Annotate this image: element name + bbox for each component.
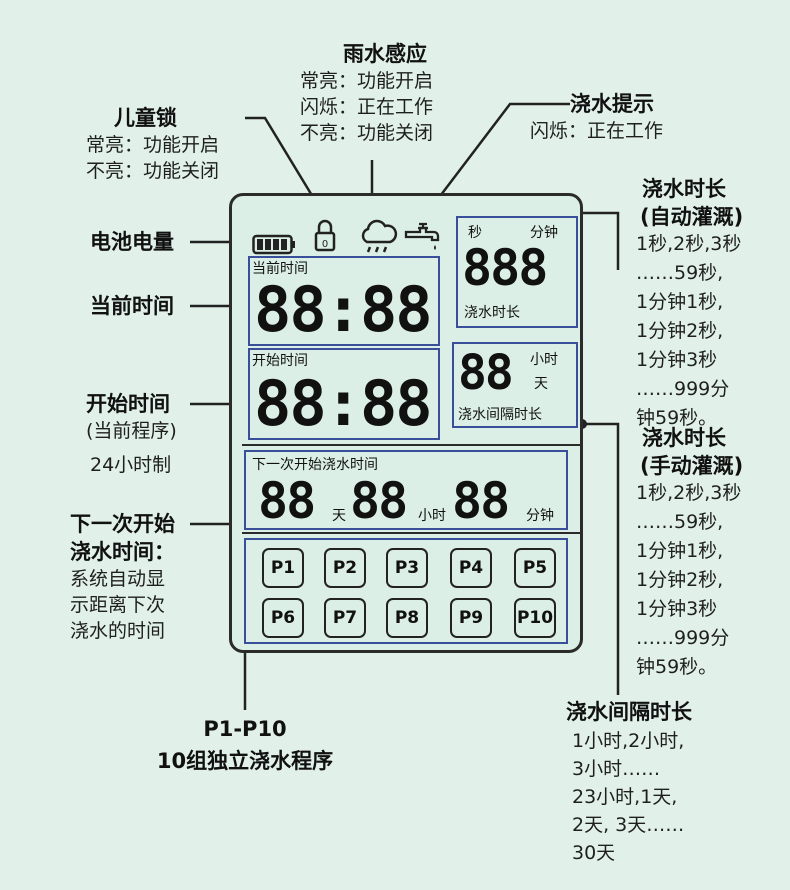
interval-digits: 88: [458, 345, 514, 401]
callout-duration-auto-line: 1秒,2秒,3秒: [636, 233, 742, 255]
battery-icon: [252, 234, 295, 255]
callout-watering-hint: 浇水提示 闪烁：正在工作: [530, 90, 663, 144]
next-hours-unit: 小时: [418, 508, 446, 524]
callout-next-start-line: 浇水的时间: [70, 620, 166, 642]
callout-duration-auto-title: 浇水时长: [642, 177, 726, 201]
callout-interval: 浇水间隔时长 1小时,2小时, 3小时…… 23小时,1天, 2天, 3天…… …: [566, 698, 692, 866]
next-days-digits: 88: [258, 472, 316, 530]
callout-duration-auto-line: ……999分: [636, 378, 730, 400]
callout-duration-manual-line: 钟59秒。: [636, 656, 718, 678]
interval-panel: 88 小时 天 浇水间隔时长: [452, 342, 578, 428]
callout-child-lock: 儿童锁 常亮：功能开启 不亮：功能关闭: [86, 104, 219, 184]
duration-min-unit: 分钟: [530, 225, 558, 241]
lcd-divider: [242, 532, 580, 534]
callout-rain-line: 不亮：功能关闭: [300, 122, 434, 144]
callout-next-start-title: 浇水时间：: [70, 540, 175, 564]
callout-interval-line: 23小时,1天,: [572, 786, 678, 808]
duration-digits: 888: [462, 239, 548, 297]
callout-duration-manual: 浇水时长 (手动灌溉) 1秒,2秒,3秒 ……59秒, 1分钟1秒, 1分钟2秒…: [636, 424, 743, 680]
callout-interval-line: 3小时……: [572, 758, 661, 780]
svg-text:0: 0: [322, 239, 328, 250]
callout-watering-hint-line: 闪烁：正在工作: [530, 120, 664, 142]
lock-icon: 0: [314, 219, 336, 252]
next-minutes-unit: 分钟: [526, 508, 554, 524]
start-time-digits: 88:88: [254, 367, 433, 440]
program-button-p2[interactable]: P2: [324, 548, 366, 588]
program-button-p3[interactable]: P3: [386, 548, 428, 588]
callout-next-start-line: 示距离下次: [70, 594, 166, 616]
callout-duration-auto-line: 钟59秒。: [636, 407, 718, 429]
program-button-p10[interactable]: P10: [514, 598, 556, 638]
callout-rain-line: 闪烁：正在工作: [300, 96, 434, 118]
start-time-panel: 开始时间 88:88: [248, 348, 440, 440]
callout-interval-title: 浇水间隔时长: [566, 700, 692, 724]
callout-next-start-title: 下一次开始: [70, 512, 175, 536]
callout-interval-line: 2天, 3天……: [572, 814, 685, 836]
callout-programs: P1-P10 10组独立浇水程序: [140, 715, 350, 775]
callout-programs-title: 10组独立浇水程序: [156, 749, 334, 773]
callout-start-time-line: 24小时制: [90, 454, 172, 476]
interval-day-unit: 天: [534, 376, 548, 392]
duration-panel: 秒 分钟 888 浇水时长: [456, 216, 578, 328]
callout-child-lock-line: 常亮：功能开启: [86, 134, 220, 156]
callout-interval-line: 1小时,2小时,: [572, 730, 685, 752]
program-button-p6[interactable]: P6: [262, 598, 304, 638]
program-button-p1[interactable]: P1: [262, 548, 304, 588]
duration-sec-unit: 秒: [468, 225, 482, 241]
callout-duration-manual-line: 1秒,2秒,3秒: [636, 482, 742, 504]
callout-duration-auto-title: (自动灌溉): [640, 205, 744, 229]
callout-duration-manual-line: 1分钟3秒: [636, 598, 718, 620]
interval-hour-unit: 小时: [530, 352, 558, 368]
callout-battery-title: 电池电量: [90, 230, 174, 254]
callout-duration-auto-line: 1分钟1秒,: [636, 291, 724, 313]
lcd-divider: [242, 444, 580, 446]
callout-rain-title: 雨水感应: [343, 42, 427, 66]
callout-duration-manual-title: 浇水时长: [642, 426, 726, 450]
callout-duration-manual-line: ……59秒,: [636, 511, 724, 533]
start-time-label: 开始时间: [252, 353, 308, 369]
current-time-digits: 88:88: [254, 273, 433, 346]
callout-rain-line: 常亮：功能开启: [300, 70, 434, 92]
next-start-label: 下一次开始浇水时间: [252, 457, 378, 473]
watering-tap-icon: [404, 222, 440, 250]
callout-duration-auto-line: 1分钟3秒: [636, 349, 718, 371]
program-button-p9[interactable]: P9: [450, 598, 492, 638]
callout-child-lock-title: 儿童锁: [114, 106, 177, 130]
callout-child-lock-line: 不亮：功能关闭: [86, 160, 220, 182]
callout-duration-manual-title: (手动灌溉): [640, 454, 744, 478]
callout-start-time-title: 开始时间: [86, 392, 170, 416]
callout-next-start-line: 系统自动显: [70, 568, 166, 590]
callout-duration-manual-line: 1分钟2秒,: [636, 569, 724, 591]
lcd-display: 0 秒 分钟 888 浇水时长 当前时间 88:88 88 小时 天 浇水间隔时…: [229, 193, 583, 653]
next-minutes-digits: 88: [452, 472, 510, 530]
callout-rain: 雨水感应 常亮：功能开启 闪烁：正在工作 不亮：功能关闭: [300, 40, 470, 146]
duration-label: 浇水时长: [464, 305, 520, 321]
callout-duration-auto-line: ……59秒,: [636, 262, 724, 284]
rain-cloud-icon: [361, 219, 398, 253]
next-hours-digits: 88: [350, 472, 408, 530]
callout-programs-title: P1-P10: [203, 717, 287, 741]
callout-duration-auto: 浇水时长 (自动灌溉) 1秒,2秒,3秒 ……59秒, 1分钟1秒, 1分钟2秒…: [636, 175, 743, 431]
program-button-p7[interactable]: P7: [324, 598, 366, 638]
next-start-panel: 下一次开始浇水时间 88 天 88 小时 88 分钟: [244, 450, 568, 530]
program-button-p8[interactable]: P8: [386, 598, 428, 638]
callout-duration-manual-line: ……999分: [636, 627, 730, 649]
callout-start-time: 开始时间 (当前程序) 24小时制: [86, 390, 196, 478]
callout-duration-manual-line: 1分钟1秒,: [636, 540, 724, 562]
callout-duration-auto-line: 1分钟2秒,: [636, 320, 724, 342]
callout-watering-hint-title: 浇水提示: [570, 92, 654, 116]
current-time-label: 当前时间: [252, 261, 308, 277]
callout-interval-line: 30天: [572, 842, 616, 864]
current-time-panel: 当前时间 88:88: [248, 256, 440, 346]
programs-panel: P1 P2 P3 P4 P5 P6 P7 P8 P9 P10: [244, 538, 568, 644]
interval-label: 浇水间隔时长: [458, 407, 542, 423]
program-button-p4[interactable]: P4: [450, 548, 492, 588]
next-days-unit: 天: [332, 508, 346, 524]
callout-current-time-title: 当前时间: [90, 294, 174, 318]
program-button-p5[interactable]: P5: [514, 548, 556, 588]
callout-next-start: 下一次开始 浇水时间： 系统自动显 示距离下次 浇水的时间: [70, 510, 175, 644]
callout-start-time-line: (当前程序): [86, 420, 177, 442]
